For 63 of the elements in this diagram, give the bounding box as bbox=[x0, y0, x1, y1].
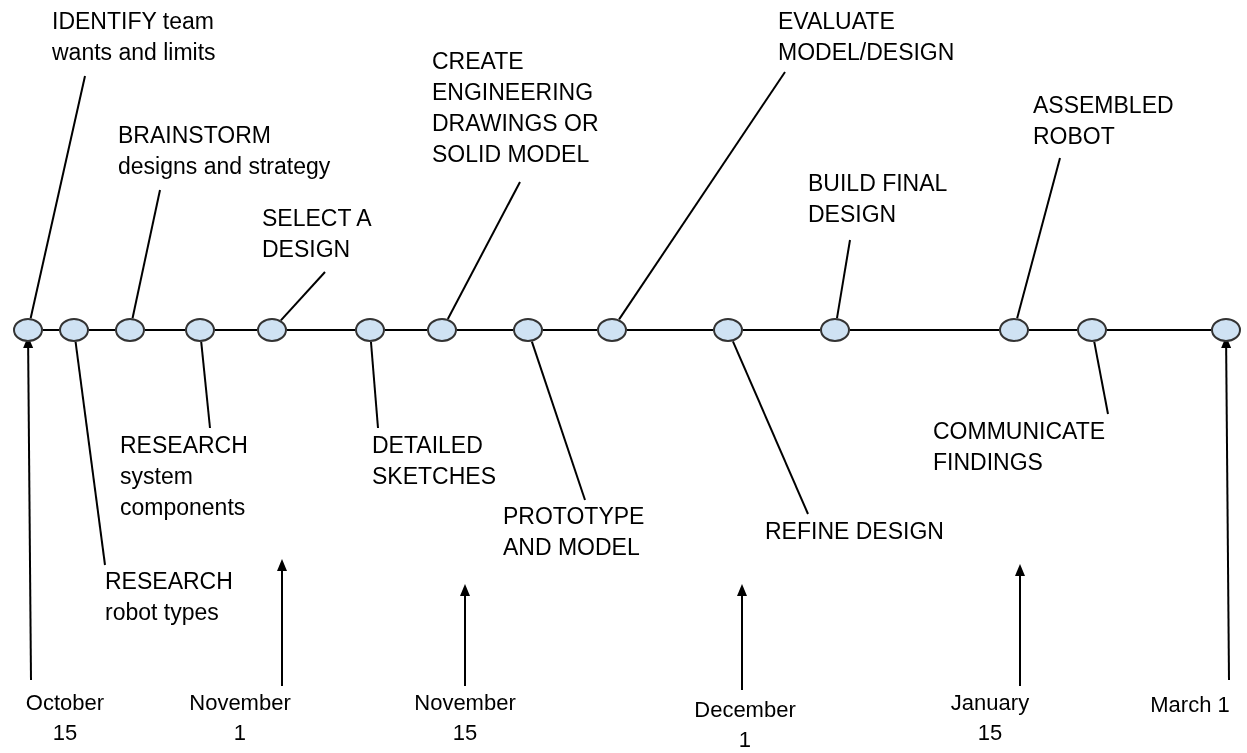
timeline-marker bbox=[999, 318, 1029, 342]
timeline-marker bbox=[427, 318, 457, 342]
date-label: October 15 bbox=[25, 688, 105, 748]
timeline-marker bbox=[185, 318, 215, 342]
timeline-line bbox=[384, 329, 428, 331]
timeline-line bbox=[1106, 329, 1212, 331]
timeline-line bbox=[144, 329, 186, 331]
timeline-line bbox=[88, 329, 116, 331]
timeline-marker bbox=[257, 318, 287, 342]
timeline-line bbox=[1028, 329, 1078, 331]
step-label: RESEARCH system components bbox=[120, 430, 260, 523]
date-label: November 1 bbox=[189, 688, 291, 748]
timeline-line bbox=[456, 329, 514, 331]
step-label: COMMUNICATE FINDINGS bbox=[933, 416, 1193, 478]
timeline-line bbox=[286, 329, 356, 331]
leader-line bbox=[131, 189, 161, 320]
timeline-marker bbox=[597, 318, 627, 342]
timeline-marker bbox=[713, 318, 743, 342]
leader-line bbox=[1093, 340, 1109, 415]
step-label: BRAINSTORM designs and strategy bbox=[118, 120, 428, 182]
step-label: IDENTIFY team wants and limits bbox=[52, 6, 242, 68]
leader-line bbox=[29, 75, 86, 320]
leader-line bbox=[731, 340, 809, 515]
timeline-line bbox=[42, 329, 60, 331]
leader-line bbox=[836, 239, 851, 320]
timeline-marker bbox=[115, 318, 145, 342]
step-label: RESEARCH robot types bbox=[105, 566, 275, 628]
date-label: November 15 bbox=[414, 688, 516, 748]
step-label: REFINE DESIGN bbox=[765, 516, 995, 547]
timeline-marker bbox=[59, 318, 89, 342]
step-label: BUILD FINAL DESIGN bbox=[808, 168, 1023, 230]
timeline-line bbox=[214, 329, 258, 331]
date-label: December 1 bbox=[694, 695, 796, 753]
date-label: January 15 bbox=[950, 688, 1030, 748]
leader-line bbox=[370, 340, 379, 429]
leader-line bbox=[279, 271, 326, 322]
timeline-marker bbox=[1211, 318, 1241, 342]
step-label: DETAILED SKETCHES bbox=[372, 430, 552, 492]
step-label: EVALUATE MODEL/DESIGN bbox=[778, 6, 1028, 68]
arrow bbox=[1015, 564, 1025, 687]
timeline-line bbox=[742, 329, 821, 331]
leader-line bbox=[74, 340, 106, 566]
timeline-marker bbox=[1077, 318, 1107, 342]
timeline-marker bbox=[513, 318, 543, 342]
step-label: SELECT A DESIGN bbox=[262, 203, 442, 265]
timeline-marker bbox=[820, 318, 850, 342]
leader-line bbox=[200, 340, 211, 429]
step-label: ASSEMBLED ROBOT bbox=[1033, 90, 1233, 152]
step-label: PROTOTYPE AND MODEL bbox=[503, 501, 698, 563]
leader-line bbox=[618, 71, 786, 321]
timeline-line bbox=[626, 329, 714, 331]
arrow bbox=[737, 584, 747, 691]
timeline-line bbox=[849, 329, 1000, 331]
leader-line bbox=[446, 181, 521, 320]
step-label: CREATE ENGINEERING DRAWINGS OR SOLID MODEL bbox=[432, 46, 657, 170]
timeline-marker bbox=[13, 318, 43, 342]
leader-line bbox=[530, 340, 586, 501]
timeline-line bbox=[542, 329, 598, 331]
arrow bbox=[460, 584, 470, 687]
timeline-marker bbox=[355, 318, 385, 342]
arrow bbox=[277, 559, 287, 687]
leader-line bbox=[1016, 157, 1061, 320]
date-label: March 1 bbox=[1150, 690, 1230, 720]
